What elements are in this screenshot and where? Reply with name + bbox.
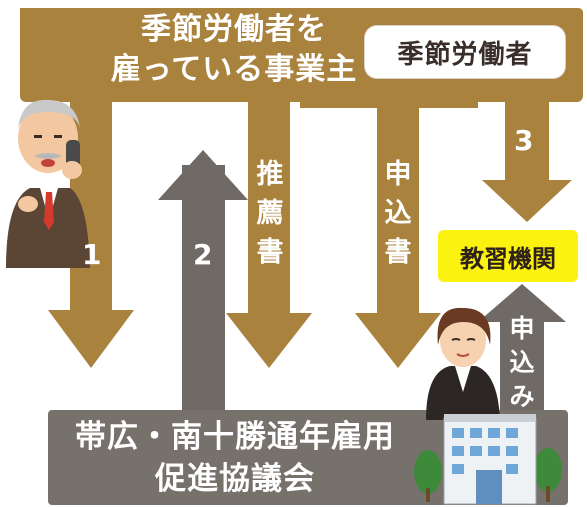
arrow-apply-up: [478, 284, 566, 420]
council-label: 帯広・南十勝通年雇用 促進協議会: [75, 419, 395, 497]
arrow-3-down: [482, 95, 572, 222]
step-3-label: 3: [514, 124, 534, 157]
worker-person-illustration: [426, 307, 500, 420]
worker-box: 季節労働者: [365, 26, 565, 78]
arrow-2-up: [158, 150, 248, 415]
step-2-label: 2: [193, 238, 213, 271]
employer-label: 季節労働者を 雇っている事業主: [110, 12, 358, 87]
building-illustration: [414, 414, 562, 505]
employer-person-illustration: [6, 99, 90, 268]
apply-label: 申 込 み: [509, 314, 535, 411]
worker-label: 季節労働者: [397, 39, 533, 70]
step-1-label: 1: [82, 238, 102, 271]
training-institution-box: 教習機関: [438, 230, 578, 282]
application-form-label: 申 込 書: [384, 159, 412, 268]
arrow-application-down: [355, 95, 441, 368]
training-institution-label: 教習機関: [460, 244, 556, 273]
arrow-recommendation-down: [226, 95, 312, 368]
recommendation-letter-label: 推 薦 書: [256, 159, 284, 268]
